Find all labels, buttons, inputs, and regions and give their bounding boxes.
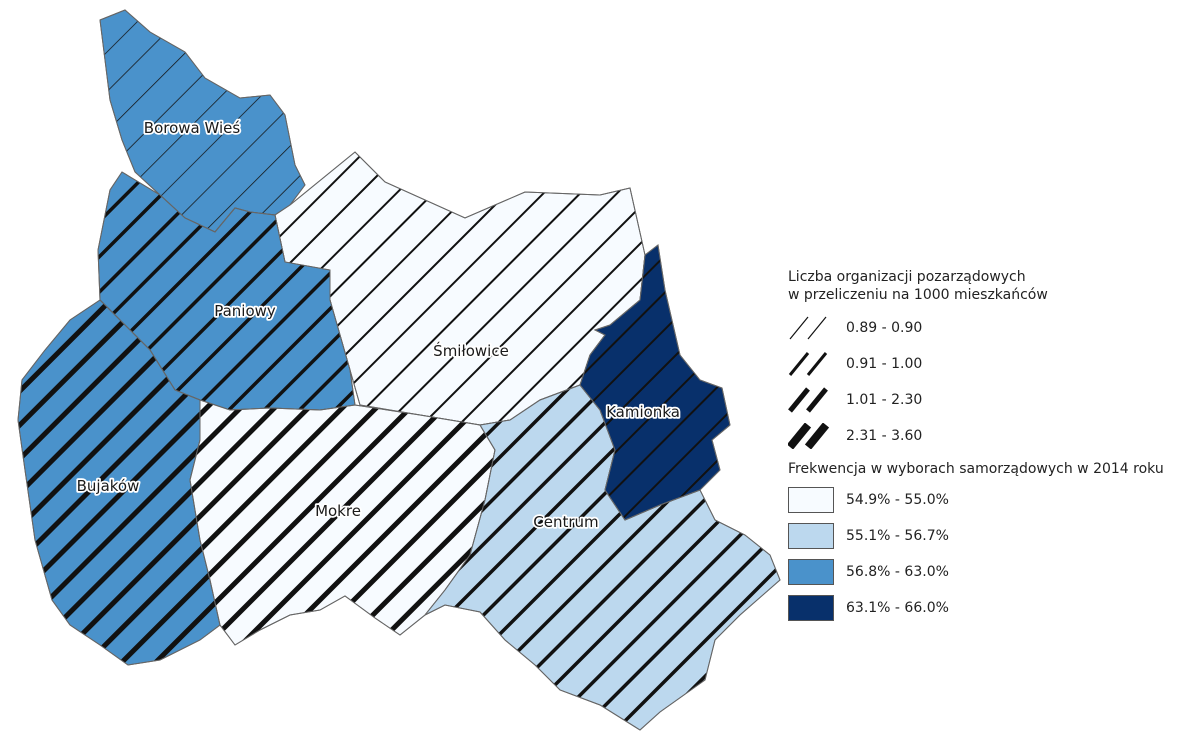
turnout-swatch-1 — [788, 487, 834, 513]
hatch-swatch-medium — [788, 351, 834, 377]
ngo-legend-item: 2.31 - 3.60 — [788, 418, 1188, 454]
hatch-swatch-light — [788, 315, 834, 341]
ngo-legend-title-line1: Liczba organizacji pozarządowych — [788, 269, 1026, 285]
turnout-class-label: 55.1% - 56.7% — [846, 528, 949, 544]
ngo-legend-title-line2: w przeliczeniu na 1000 mieszkańców — [788, 287, 1048, 303]
ngo-class-label: 0.89 - 0.90 — [846, 320, 923, 336]
ngo-legend-item: 0.91 - 1.00 — [788, 346, 1188, 382]
hatch-swatch-bold — [788, 423, 834, 449]
turnout-legend-item: 56.8% - 63.0% — [788, 554, 1188, 590]
label-kamionka: Kamionka — [606, 403, 680, 421]
district-borowa-wies — [99, 9, 306, 233]
district-paniowy — [97, 171, 356, 411]
district-bujakow-hatch — [17, 299, 221, 666]
district-mokre-hatch — [189, 399, 496, 646]
label-centrum: Centrum — [533, 513, 598, 531]
turnout-class-label: 63.1% - 66.0% — [846, 600, 949, 616]
district-kamionka — [579, 244, 731, 521]
label-borowa-wies: Borowa Wieś — [144, 119, 241, 137]
ngo-class-label: 2.31 - 3.60 — [846, 428, 923, 444]
map-legend: Liczba organizacji pozarządowych w przel… — [788, 268, 1188, 626]
turnout-class-label: 56.8% - 63.0% — [846, 564, 949, 580]
turnout-legend-title: Frekwencja w wyborach samorządowych w 20… — [788, 461, 1164, 477]
ngo-legend-item: 1.01 - 2.30 — [788, 382, 1188, 418]
turnout-legend-item: 54.9% - 55.0% — [788, 482, 1188, 518]
district-kamionka-hatch — [579, 244, 731, 521]
district-mokre — [189, 399, 496, 646]
turnout-legend-item: 55.1% - 56.7% — [788, 518, 1188, 554]
label-bujakow: Bujaków — [77, 477, 140, 495]
turnout-swatch-4 — [788, 595, 834, 621]
turnout-class-label: 54.9% - 55.0% — [846, 492, 949, 508]
hatch-swatch-heavy — [788, 387, 834, 413]
district-centrum — [424, 384, 781, 731]
label-paniowy: Paniowy — [214, 302, 276, 320]
turnout-legend-item: 63.1% - 66.0% — [788, 590, 1188, 626]
district-smilowice — [274, 151, 646, 426]
district-bujakow — [17, 299, 221, 666]
label-mokre: Mokre — [315, 502, 361, 520]
ngo-class-label: 0.91 - 1.00 — [846, 356, 923, 372]
turnout-swatch-2 — [788, 523, 834, 549]
ngo-class-label: 1.01 - 2.30 — [846, 392, 923, 408]
label-smilowice: Śmiłowice — [433, 341, 509, 360]
turnout-swatch-3 — [788, 559, 834, 585]
ngo-legend-item: 0.89 - 0.90 — [788, 310, 1188, 346]
